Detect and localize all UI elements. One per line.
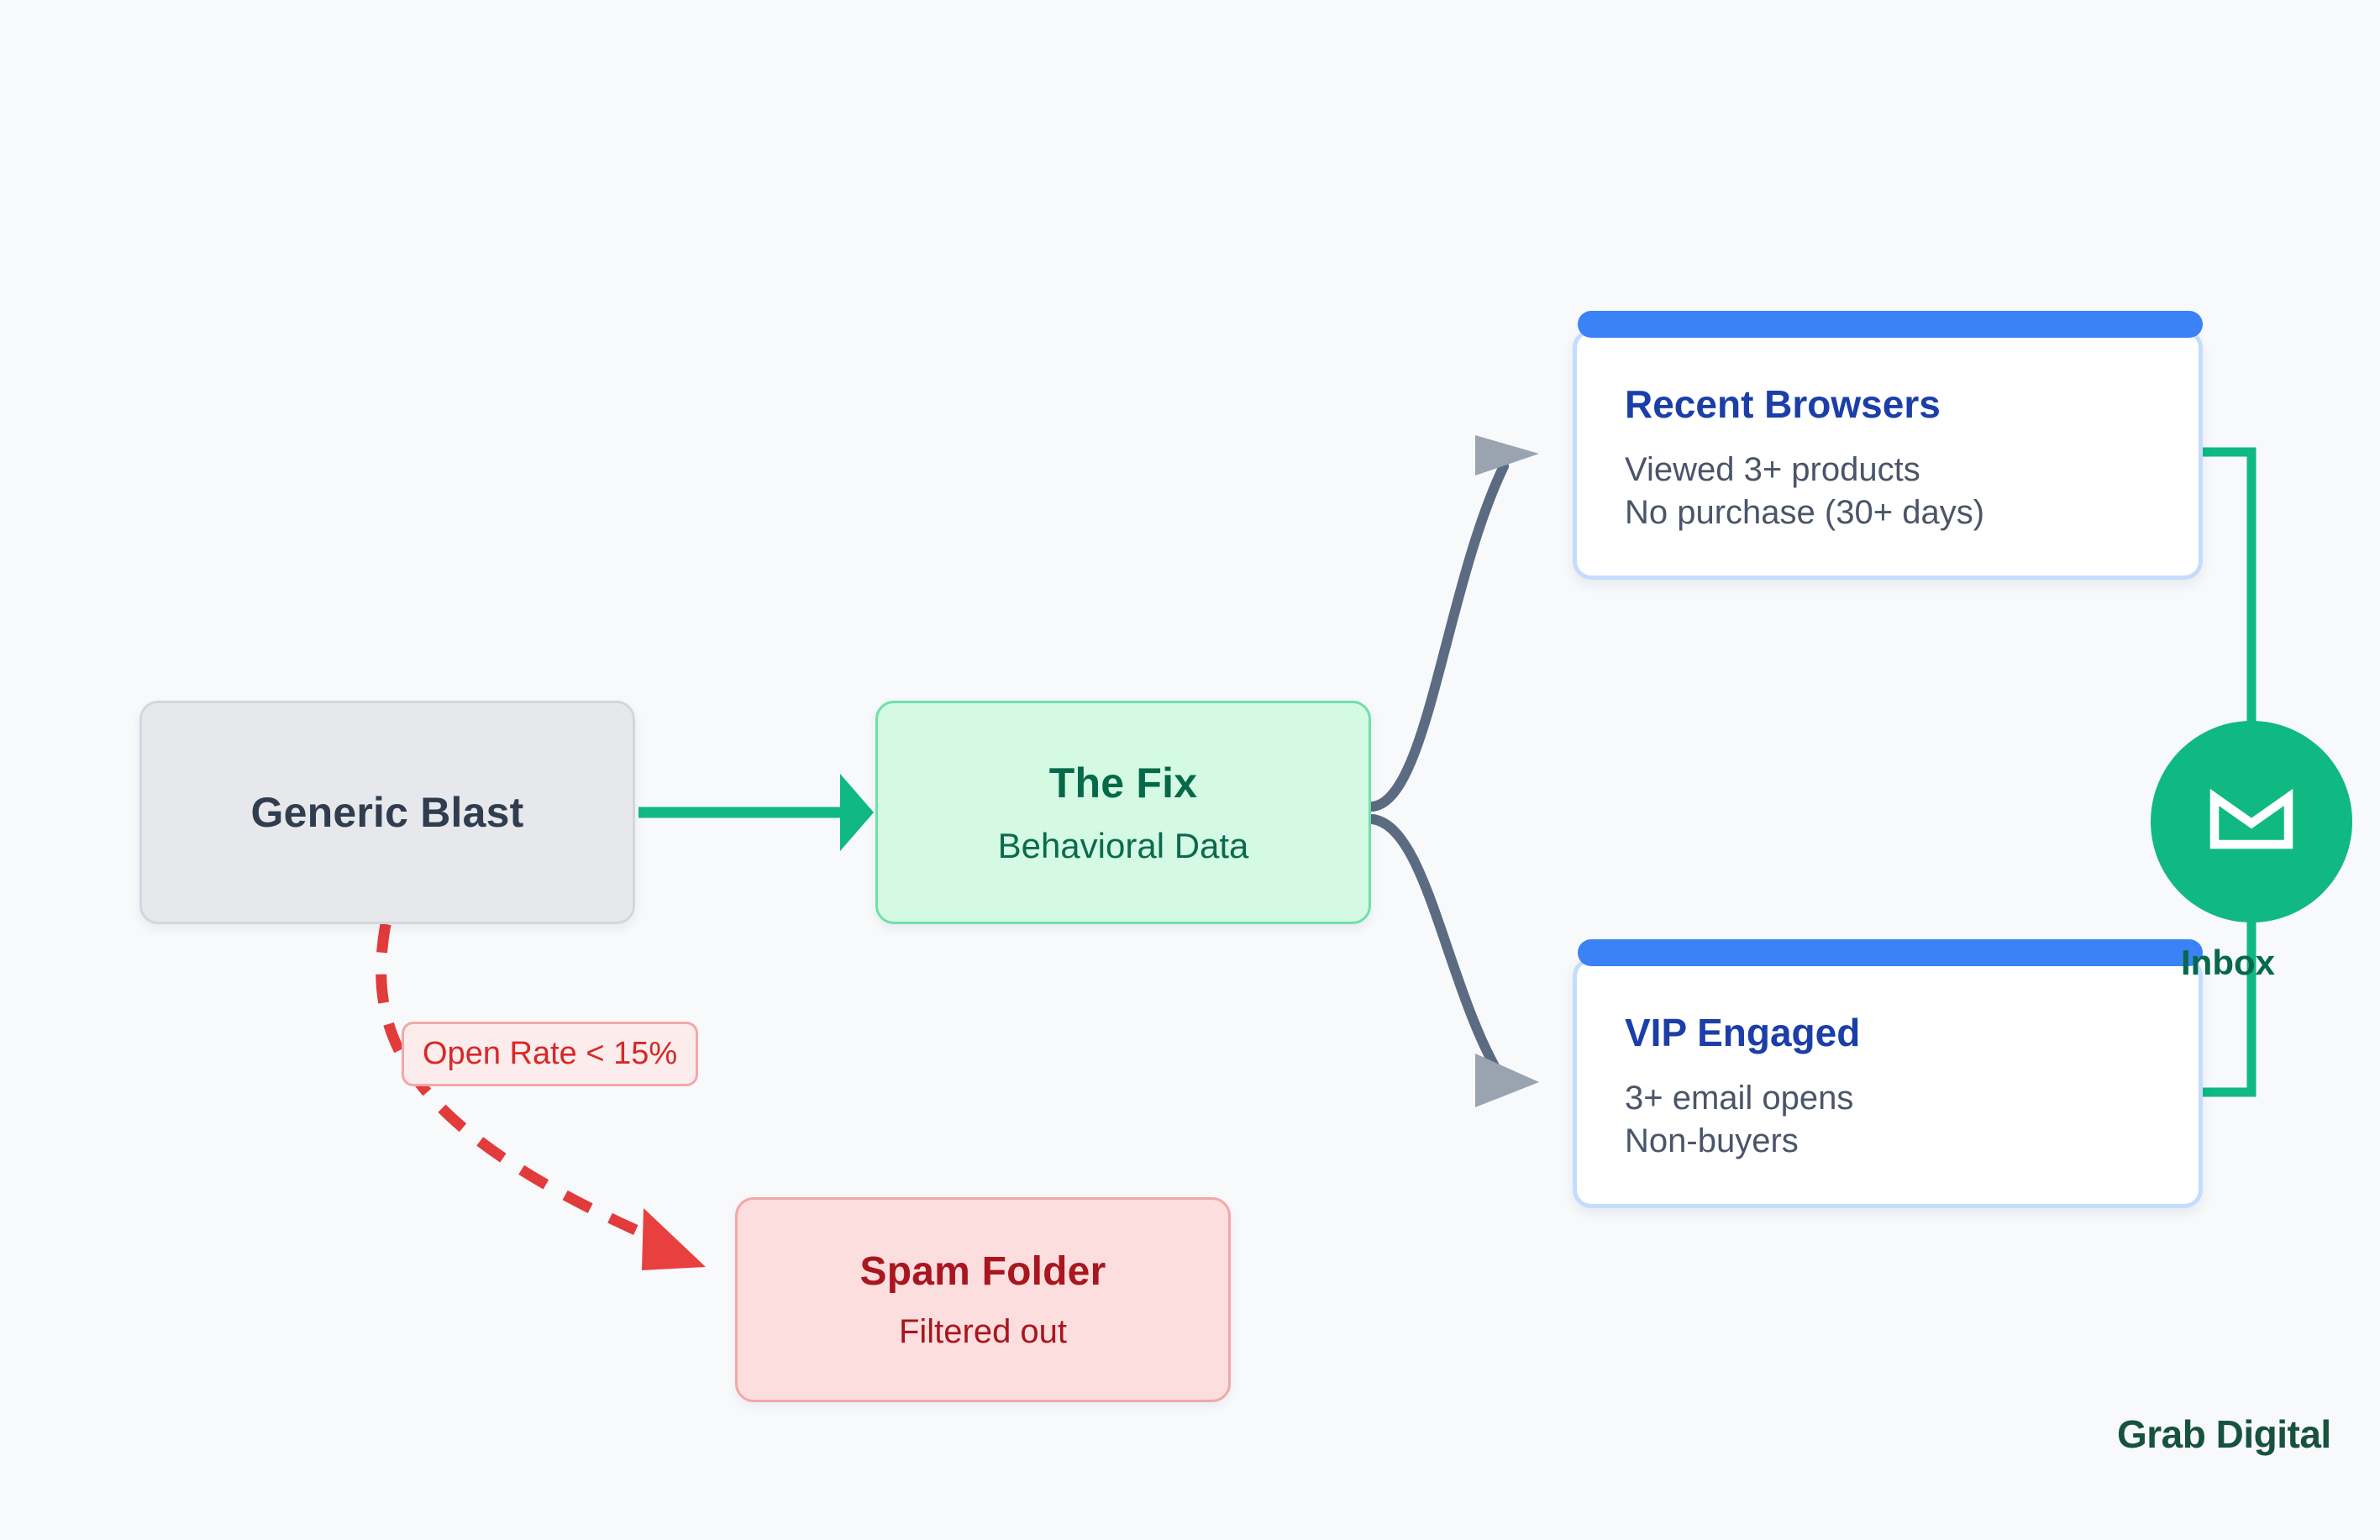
card-line: Non-buyers <box>1625 1122 1799 1160</box>
edge-fix-to-recent <box>1368 435 1539 812</box>
edge-recent-to-inbox <box>2203 447 2257 739</box>
node-the-fix-title: The Fix <box>1048 759 1198 807</box>
card-line: No purchase (30+ days) <box>1625 494 1985 532</box>
edge-fix-to-vip <box>1368 814 1539 1107</box>
node-spam-folder[interactable]: Spam Folder Filtered out <box>735 1197 1231 1402</box>
card-title: VIP Engaged <box>1625 1011 1861 1054</box>
inbox-label: Inbox <box>2181 943 2275 982</box>
node-the-fix[interactable]: The Fix Behavioral Data <box>875 701 1371 924</box>
inbox-node[interactable] <box>2151 721 2352 922</box>
card-recent-browsers[interactable]: Recent Browsers Viewed 3+ products No pu… <box>1573 311 2203 580</box>
edge-label-open-rate: Open Rate < 15% <box>402 1022 699 1086</box>
edge-vip-to-inbox <box>2203 907 2257 1097</box>
card-accent-bar <box>1578 311 2203 338</box>
node-spam-folder-subtitle: Filtered out <box>898 1313 1068 1350</box>
node-spam-folder-title: Spam Folder <box>859 1249 1106 1294</box>
node-generic-blast[interactable]: Generic Blast <box>139 701 635 924</box>
node-the-fix-subtitle: Behavioral Data <box>997 826 1249 865</box>
envelope-icon <box>2209 788 2293 849</box>
brand-logo: Grab Digital <box>2117 1412 2331 1456</box>
card-title: Recent Browsers <box>1625 382 1941 426</box>
node-generic-blast-title: Generic Blast <box>250 789 524 836</box>
card-line: 3+ email opens <box>1625 1080 1854 1117</box>
card-body: VIP Engaged 3+ email opens Non-buyers <box>1573 958 2203 1208</box>
edge-blast-to-fix <box>638 774 874 851</box>
card-body: Recent Browsers Viewed 3+ products No pu… <box>1573 329 2203 580</box>
card-accent-bar <box>1578 939 2203 966</box>
card-line: Viewed 3+ products <box>1625 451 1920 488</box>
card-vip-engaged[interactable]: VIP Engaged 3+ email opens Non-buyers <box>1573 939 2203 1208</box>
edge-blast-to-spam <box>376 922 706 1270</box>
